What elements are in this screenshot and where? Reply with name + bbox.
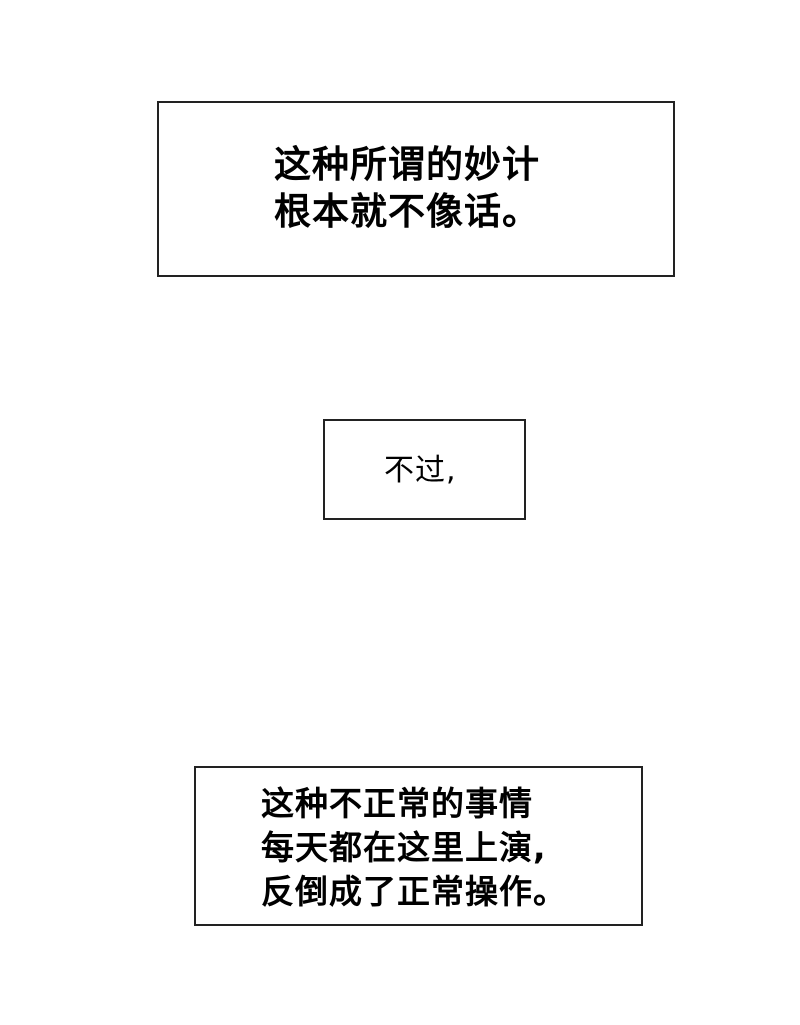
caption-box-2: 不过, [323,419,526,520]
caption-1-line-2: 根本就不像话。 [274,190,540,233]
caption-text-1: 这种所谓的妙计 根本就不像话。 [274,141,540,235]
caption-text-3: 这种不正常的事情 每天都在这里上演, 反倒成了正常操作。 [261,782,567,914]
caption-3-line-1: 这种不正常的事情 [261,784,533,823]
caption-2-line-1: 不过, [384,453,457,488]
caption-box-3: 这种不正常的事情 每天都在这里上演, 反倒成了正常操作。 [194,766,643,926]
caption-3-line-3: 反倒成了正常操作。 [261,872,567,911]
caption-box-1: 这种所谓的妙计 根本就不像话。 [157,101,675,277]
caption-1-line-1: 这种所谓的妙计 [274,143,540,186]
caption-text-2: 不过, [384,452,457,490]
caption-3-line-2: 每天都在这里上演, [261,828,547,867]
